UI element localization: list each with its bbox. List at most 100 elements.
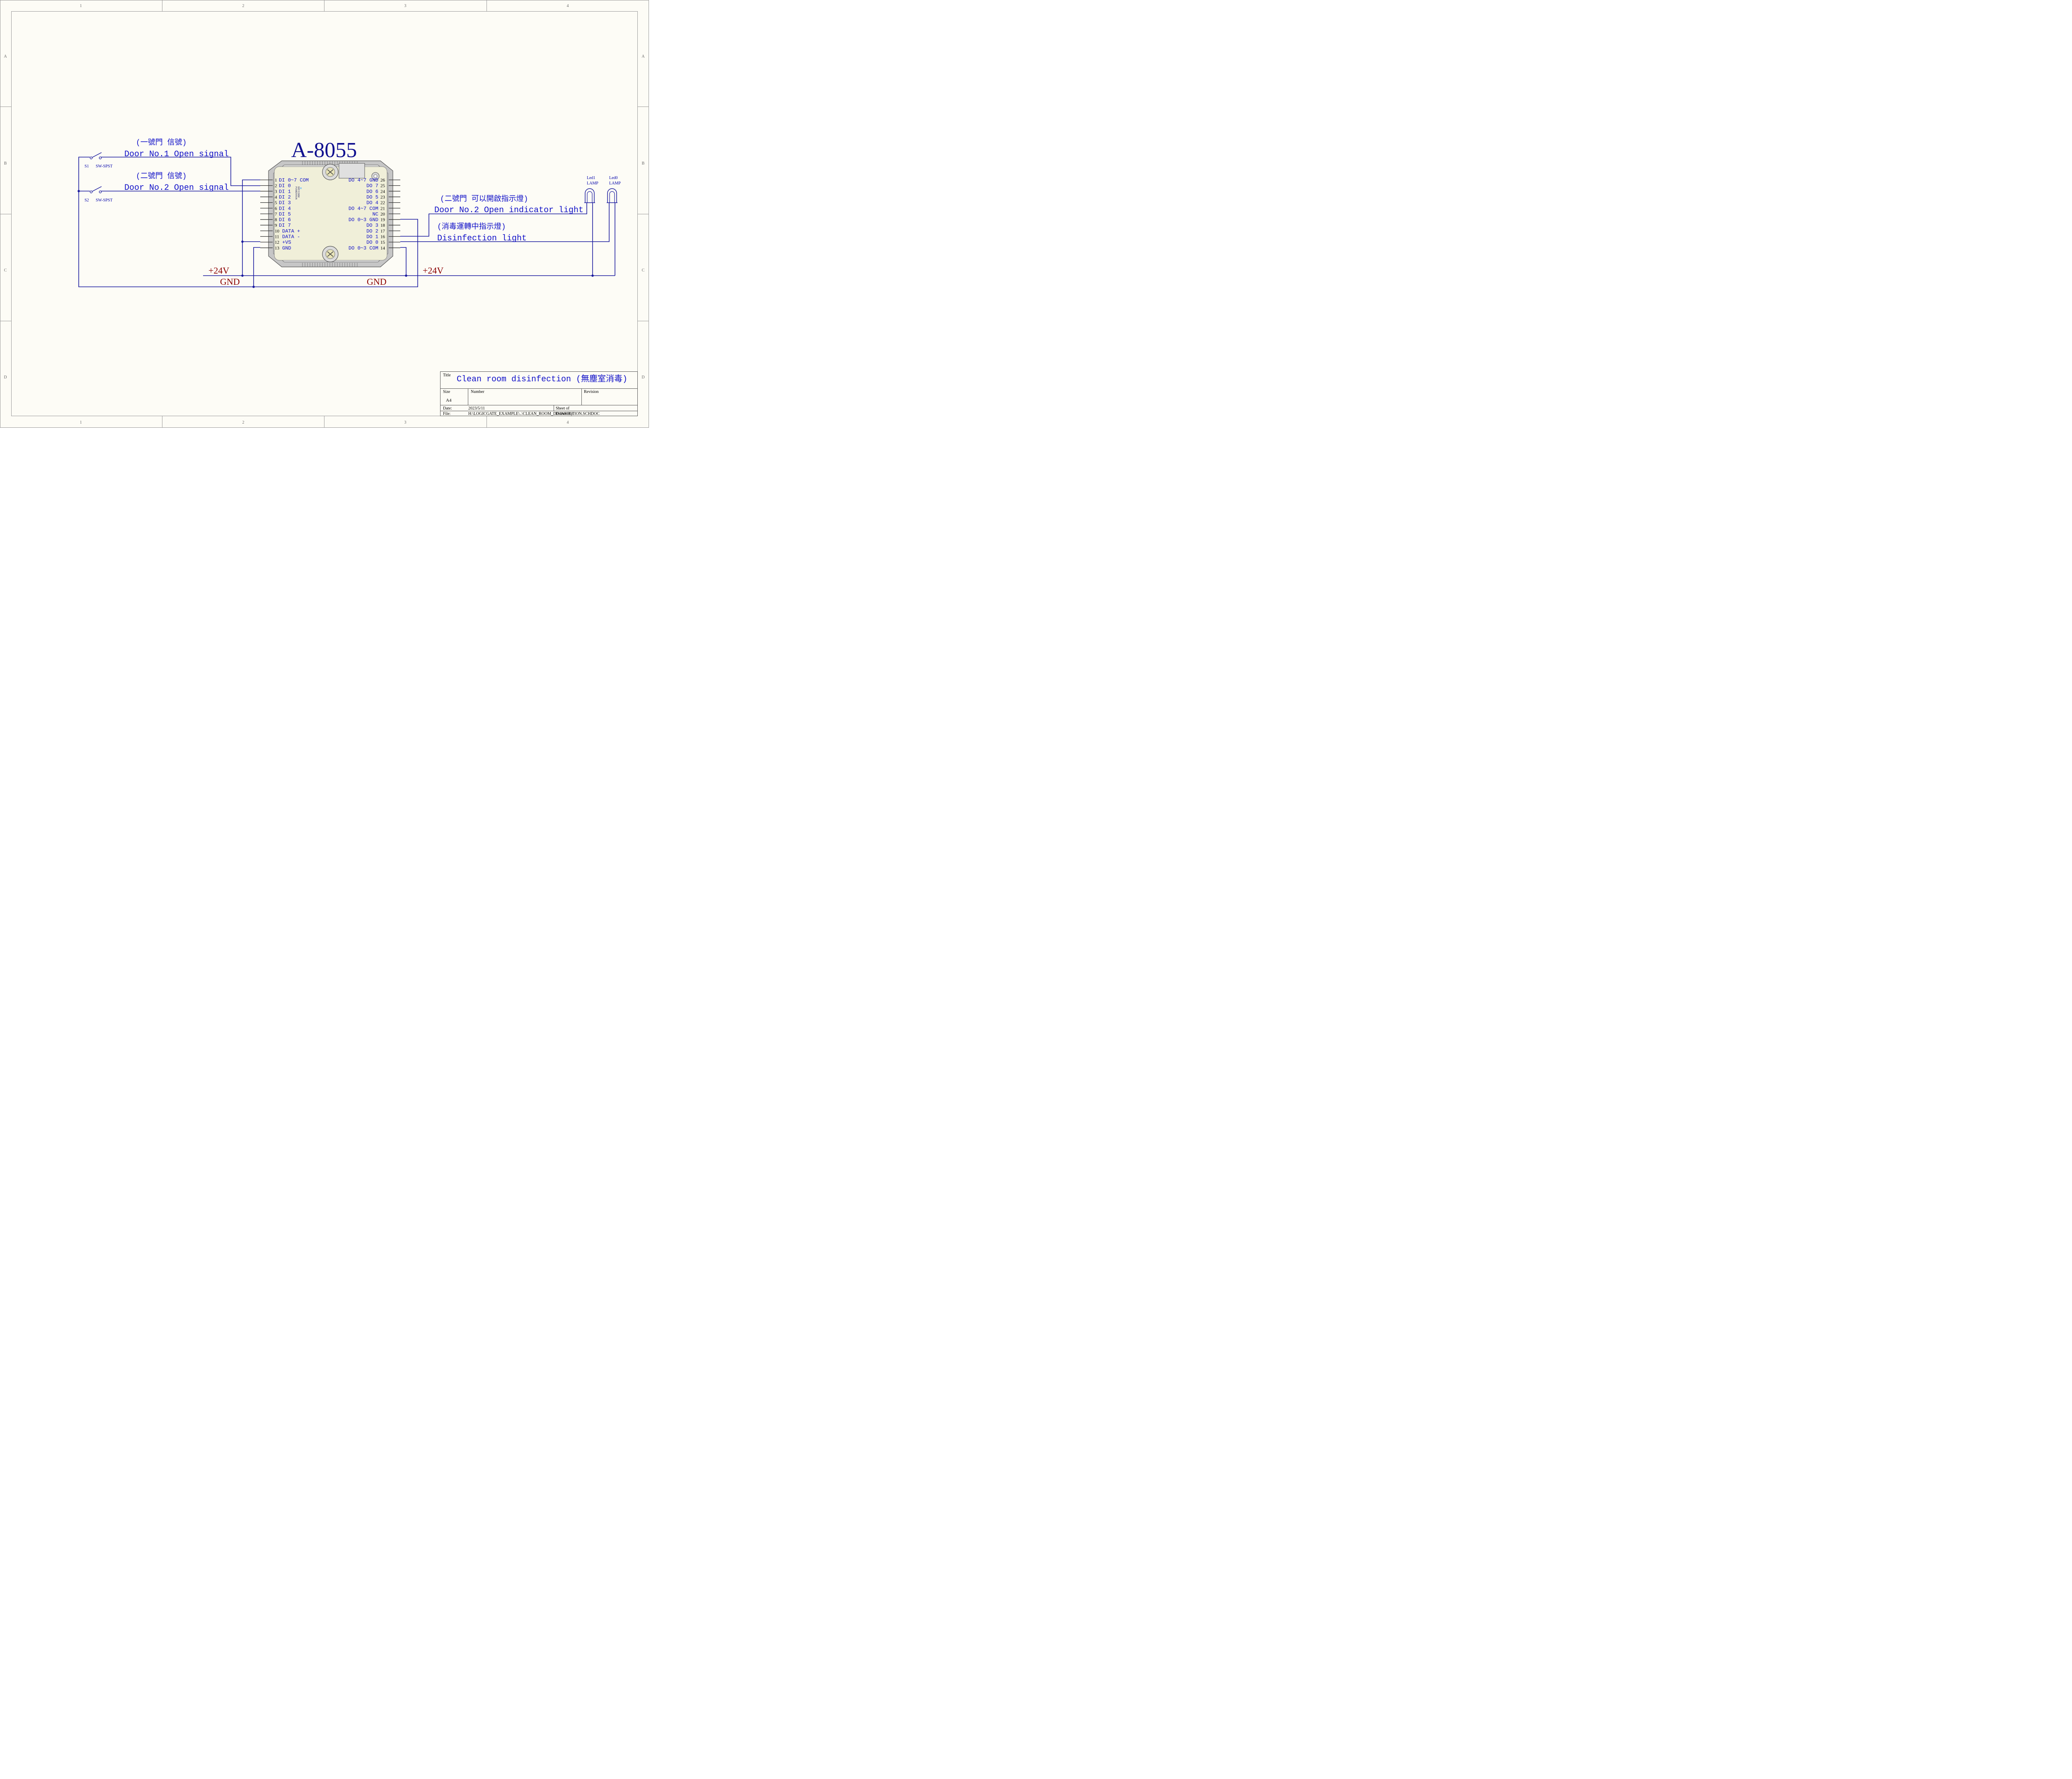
pin-number: 5 [275,201,277,206]
lamp-led1[interactable]: Led1 LAMP [584,176,598,203]
zone-col-bottom-2: 2 [242,420,244,425]
indicator-caption-cn: (二號門 可以開啟指示燈) [440,194,528,204]
switch-s1-contact [99,156,102,160]
pin-label: DI 7 [279,223,291,228]
drawing-title: Clean room disinfection (無塵室消毒) [457,374,627,384]
lamp-led0-designator: Led0 [609,176,618,180]
switch-s1-contact [90,156,93,160]
pin-label: DO 0~3 COM [349,245,378,251]
pin-number: 10 [275,229,280,234]
switch-s2-contact [90,190,93,194]
title-block-grid [440,388,638,411]
zone-row-right-a: A [641,54,645,59]
pin-label: DI 0~7 COM [279,177,309,183]
lamp-led0-bulb-icon [607,188,617,203]
pin-number: 18 [380,223,385,228]
revision-caption: Revision [584,390,599,394]
sheet-caption: Sheet of [556,406,570,411]
zone-col-bottom-4: 4 [567,420,569,425]
zone-labels: 1 2 3 4 1 2 3 4 A B C D A B C D [4,4,645,425]
number-caption: Number [471,390,484,394]
lamp-led0[interactable]: Led0 LAMP [607,176,621,203]
pin-label: DI 3 [279,200,291,206]
pin-number: 9 [275,223,277,228]
disinfection-caption-en: Disinfection light [437,234,527,243]
wire-di-com [242,179,260,276]
pin-label: DO 0~3 GND [349,217,378,223]
lamp-led1-filament [587,191,593,203]
file-path: H:\LOGICGATE_EXAMPLE\..\CLEAN_ROOM_DISIN… [468,412,600,416]
pin-label: DO 4 [366,200,378,206]
output-captions: (二號門 可以開啟指示燈) Door No.2 Open indicator l… [434,194,583,243]
wire-gnd-loop [78,157,418,287]
module-led-label-comm: BAT/COMM [297,187,300,198]
switch-captions: (一號門 信號) Door No.1 Open signal (二號門 信號) … [124,138,229,193]
pin-number: 23 [380,195,385,200]
power-labels: +24V +24V GND GND [208,265,443,287]
junction-dots [77,190,594,288]
pin-number: 11 [275,235,279,240]
pin-label: DATA - [282,234,300,240]
date-caption: Date: [443,406,452,411]
pin-label: DI 4 [279,206,291,211]
switch-s2-blade [92,186,102,192]
drawn-by-caption: Drawn By: [556,412,574,416]
pin-number: 21 [380,206,385,211]
pin-label: DATA + [282,228,300,234]
switch-s1-part: SW-SPST [96,164,113,169]
pin-label: DO 4~7 GND [349,177,378,183]
size-caption: Size [443,390,450,394]
zone-col-top-1: 1 [80,4,82,8]
zone-row-left-d: D [4,375,7,380]
zone-row-right-b: B [642,161,645,166]
pin-label: DO 5 [366,194,378,200]
switch-s2[interactable]: S2 SW-SPST [85,186,113,203]
zone-row-right-d: D [641,375,644,380]
wire-do-com [400,247,407,276]
module-pin-12[interactable]: 12+VS [260,240,291,245]
pin-number: 16 [380,235,385,240]
lamp-led0-part: LAMP [609,181,621,186]
indicator-caption-en: Door No.2 Open indicator light [434,206,583,215]
pin-label: DO 7 [366,183,378,189]
switch-s1[interactable]: S1 SW-SPST [85,152,113,169]
door1-caption-cn: (一號門 信號) [136,138,186,147]
a8055-module[interactable]: POWER/RUN BAT/COMM [268,160,393,267]
pin-label: +VS [282,240,291,245]
switch-s1-blade [92,152,102,158]
zone-row-left-c: C [4,268,7,273]
switch-s1-designator: S1 [85,164,89,169]
pin-number: 22 [380,201,385,206]
lamp-led1-bulb-icon [585,188,595,203]
pin-label: DO 4~7 COM [349,206,378,211]
wires [78,157,615,287]
pin-number: 25 [380,184,385,189]
pin-label: DI 1 [279,189,291,194]
